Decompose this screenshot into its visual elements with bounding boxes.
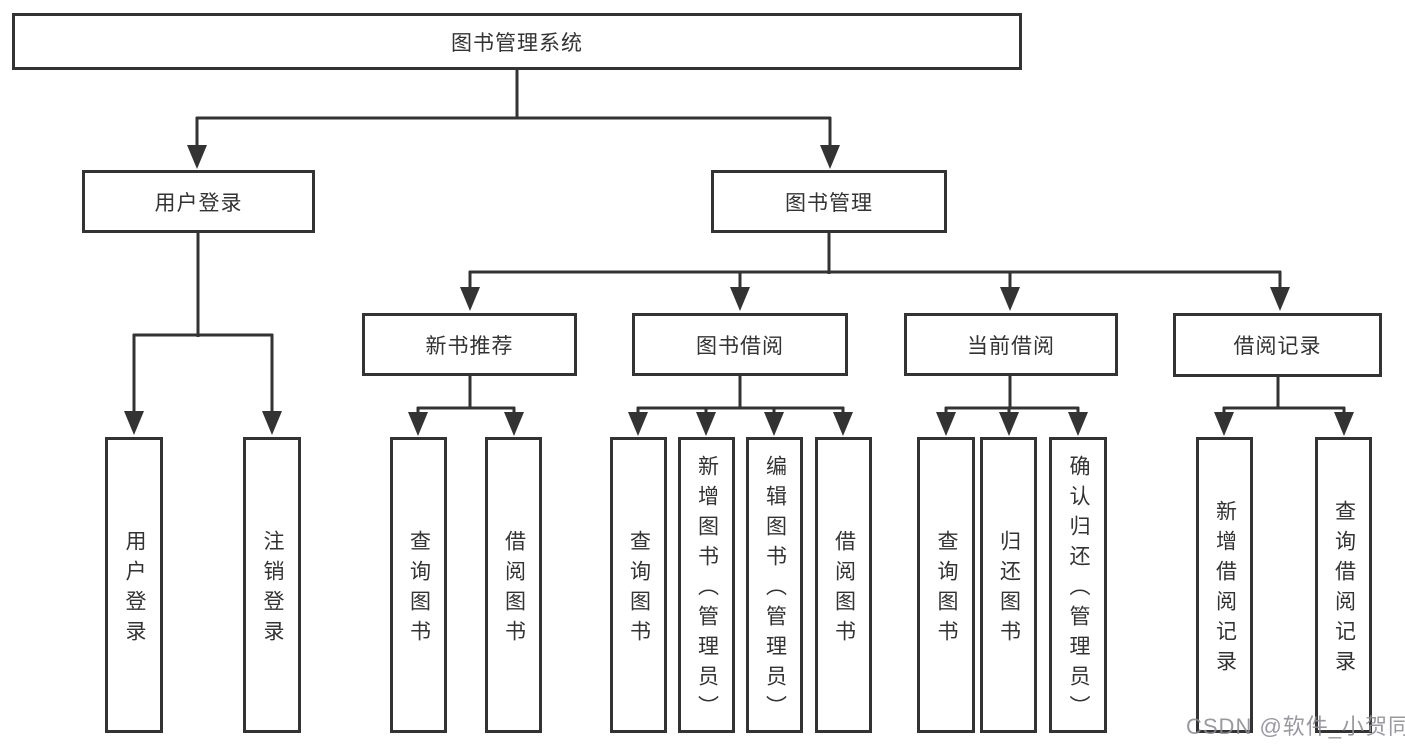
leaf-logout-login: 注销登录 (243, 437, 301, 733)
node-label: 借阅记录 (1233, 335, 1322, 358)
node-label: 图书借阅 (696, 334, 784, 358)
node-label: 新增借阅记录 (1213, 499, 1237, 680)
node-label: 注销登录 (261, 529, 284, 650)
node-label: 借阅图书 (502, 529, 526, 650)
leaf-confirm-return-admin: 确认归还（管理员） (1049, 437, 1107, 733)
node-borrowing-records: 借阅记录 (1173, 313, 1382, 377)
node-current-borrowing: 当前借阅 (904, 313, 1118, 376)
leaf-query-books-recommend: 查询图书 (390, 437, 447, 733)
node-label: 查询图书 (407, 529, 431, 650)
leaf-add-borrow-record: 新增借阅记录 (1196, 437, 1253, 733)
leaf-add-books-admin: 新增图书（管理员） (678, 437, 735, 733)
leaf-borrow-books-recommend: 借阅图书 (485, 437, 542, 733)
node-label: 归还图书 (997, 529, 1021, 650)
leaf-user-login: 用户登录 (105, 437, 163, 733)
node-label: 查询图书 (627, 529, 651, 650)
leaf-return-books: 归还图书 (980, 437, 1037, 733)
node-new-book-recommend: 新书推荐 (362, 313, 577, 376)
node-label: 用户登录 (123, 529, 146, 650)
node-book-management: 图书管理 (711, 170, 947, 233)
leaf-query-books-borrowing: 查询图书 (610, 437, 667, 733)
node-label: 图书管理 (785, 191, 873, 215)
node-label: 当前借阅 (967, 334, 1055, 358)
leaf-query-borrow-record: 查询借阅记录 (1315, 437, 1372, 733)
node-label: 新增图书（管理员） (695, 454, 719, 725)
node-label: 确认归还（管理员） (1067, 454, 1090, 725)
node-label: 编辑图书（管理员） (763, 454, 787, 725)
node-label: 图书管理系统 (451, 31, 583, 55)
node-book-borrowing: 图书借阅 (632, 313, 848, 376)
node-label: 用户登录 (154, 191, 243, 215)
node-user-login: 用户登录 (82, 170, 315, 233)
node-label: 新书推荐 (425, 334, 514, 358)
node-label: 查询图书 (935, 529, 958, 650)
node-label: 查询借阅记录 (1332, 499, 1356, 680)
leaf-query-books-current: 查询图书 (917, 437, 975, 733)
node-library-system-root: 图书管理系统 (12, 13, 1022, 70)
leaf-borrow-books-borrowing: 借阅图书 (815, 437, 872, 733)
node-label: 借阅图书 (832, 529, 856, 650)
leaf-edit-books-admin: 编辑图书（管理员） (746, 437, 803, 733)
csdn-watermark: CSDN @软件_小贺同学 (1186, 714, 1405, 739)
